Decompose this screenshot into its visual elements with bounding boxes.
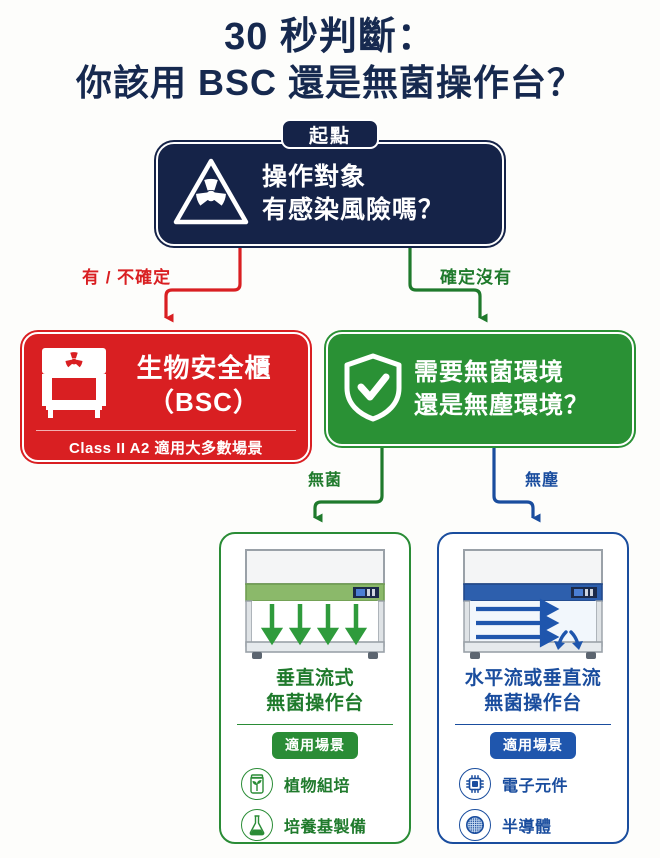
node-bsc-line-2: （BSC） bbox=[148, 387, 260, 417]
result-title-horizontal: 水平流或垂直流 無菌操作台 bbox=[465, 666, 602, 716]
flask-icon bbox=[241, 809, 273, 841]
scene-list-green: 植物組培 培養基製備 bbox=[229, 768, 401, 850]
edge-label-dustfree: 無塵 bbox=[525, 472, 560, 489]
node-start-line-2: 有感染風險嗎？ bbox=[262, 196, 445, 224]
result-title-horizontal-line-1: 水平流或垂直流 bbox=[464, 668, 602, 689]
scene-label: 半導體 bbox=[502, 819, 552, 836]
node-start-decision[interactable]: 操作對象 有感染風險嗎？ bbox=[156, 142, 504, 246]
node-clean-text: 需要無菌環境 還是無塵環境？ bbox=[414, 356, 589, 422]
list-item[interactable]: 培養基製備 bbox=[241, 809, 401, 841]
start-badge-label: 起點 bbox=[308, 125, 351, 147]
node-bsc-text: 生物安全櫃 （BSC） bbox=[112, 351, 296, 419]
list-item[interactable]: 半導體 bbox=[459, 809, 619, 841]
scene-badge-green: 適用場景 bbox=[272, 732, 358, 759]
scene-list-blue: 電子元件 半導體 bbox=[447, 768, 619, 850]
list-item[interactable]: 植物組培 bbox=[241, 768, 401, 800]
biohazard-triangle-icon bbox=[172, 156, 250, 233]
list-item[interactable]: 電子元件 bbox=[459, 768, 619, 800]
biosafety-cabinet-icon bbox=[36, 346, 112, 425]
edge-label-confirmed-no: 確定沒有 bbox=[440, 268, 512, 287]
scene-label: 培養基製備 bbox=[284, 819, 367, 836]
shield-check-icon bbox=[342, 352, 404, 427]
scene-badge-blue: 適用場景 bbox=[490, 732, 576, 759]
result-title-horizontal-line-2: 無菌操作台 bbox=[484, 693, 582, 714]
microchip-icon bbox=[459, 768, 491, 800]
horizontal-flow-clean-bench-icon bbox=[450, 544, 616, 662]
node-bsc-line-1: 生物安全櫃 bbox=[136, 353, 272, 383]
scene-label: 植物組培 bbox=[284, 778, 351, 795]
node-clean-decision[interactable]: 需要無菌環境 還是無塵環境？ bbox=[326, 332, 634, 446]
result-title-vertical-line-1: 垂直流式 bbox=[275, 668, 354, 689]
scene-label: 電子元件 bbox=[502, 778, 569, 795]
start-badge: 起點 bbox=[281, 119, 379, 149]
vertical-flow-clean-bench-icon bbox=[232, 544, 398, 662]
wafer-icon bbox=[459, 809, 491, 841]
title-line-1: 30 秒判斷： bbox=[224, 16, 436, 58]
node-start-line-1: 操作對象 bbox=[262, 163, 367, 191]
node-start-text: 操作對象 有感染風險嗎？ bbox=[262, 161, 444, 227]
node-clean-line-1: 需要無菌環境 bbox=[414, 359, 564, 386]
divider bbox=[455, 724, 611, 725]
divider bbox=[237, 724, 393, 725]
node-clean-line-2: 還是無塵環境？ bbox=[414, 392, 589, 419]
plant-jar-icon bbox=[241, 768, 273, 800]
result-card-horizontal-flow[interactable]: 水平流或垂直流 無菌操作台 適用場景 bbox=[437, 532, 629, 844]
node-bsc-result[interactable]: 生物安全櫃 （BSC） Class II A2 適用大多數場景 bbox=[22, 332, 310, 462]
edge-label-sterile: 無菌 bbox=[308, 472, 343, 489]
page-title: 30 秒判斷： 你該用 BSC 還是無菌操作台？ bbox=[0, 14, 660, 106]
result-title-vertical-line-2: 無菌操作台 bbox=[266, 693, 364, 714]
title-line-2: 你該用 BSC 還是無菌操作台？ bbox=[75, 62, 584, 103]
edge-label-yes-uncertain: 有 / 不確定 bbox=[82, 268, 172, 287]
result-card-vertical-flow[interactable]: 垂直流式 無菌操作台 適用場景 植物組培 bbox=[219, 532, 411, 844]
result-title-vertical: 垂直流式 無菌操作台 bbox=[266, 666, 364, 716]
node-bsc-note: Class II A2 適用大多數場景 bbox=[36, 430, 296, 458]
